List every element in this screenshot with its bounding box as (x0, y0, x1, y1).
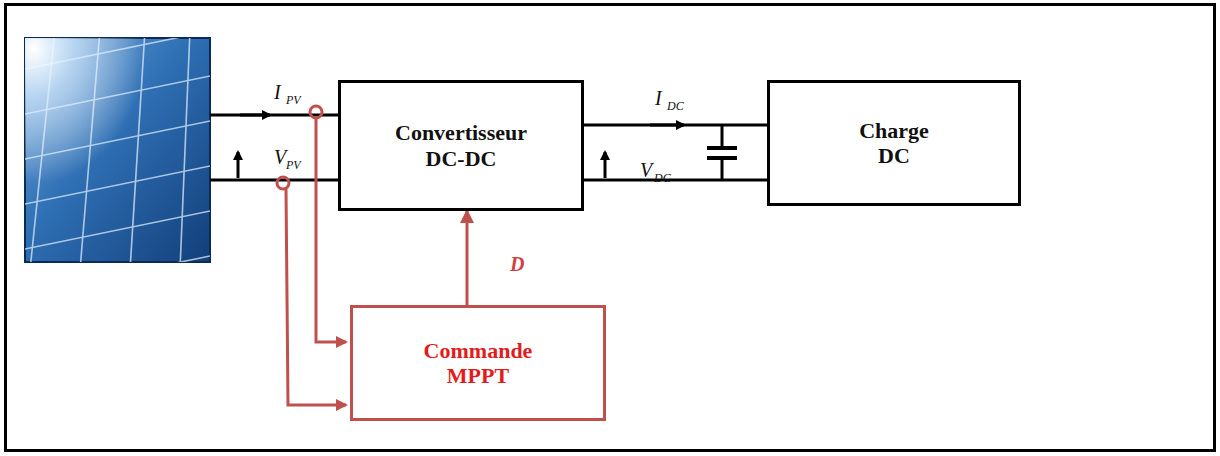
dc-wire (584, 124, 767, 127)
pv-wires (210, 115, 338, 180)
solar-panel (20, 30, 215, 295)
process-box: Charge DC (767, 80, 1021, 206)
control-signal (466, 211, 469, 305)
signal-name: V (274, 147, 286, 167)
dc-wire (584, 179, 767, 182)
box-label: Convertisseur DC-DC (379, 120, 544, 171)
box-label: Commande MPPT (416, 338, 541, 389)
signal-name: I (655, 88, 662, 108)
control-box: Commande MPPT (350, 305, 606, 421)
signal-subscript: DC (667, 100, 684, 112)
duty-cycle-label: D (510, 254, 524, 274)
sensing-lines (277, 106, 346, 405)
signal-subscript: PV (286, 94, 301, 106)
box-label: Charge DC (848, 118, 940, 169)
signal-name: V (640, 160, 652, 180)
signal-subscript: DC (654, 172, 671, 184)
output-side (605, 125, 737, 180)
process-box: Convertisseur DC-DC (338, 80, 584, 211)
signal-subscript: PV (286, 159, 301, 171)
signal-name: I (274, 82, 281, 102)
